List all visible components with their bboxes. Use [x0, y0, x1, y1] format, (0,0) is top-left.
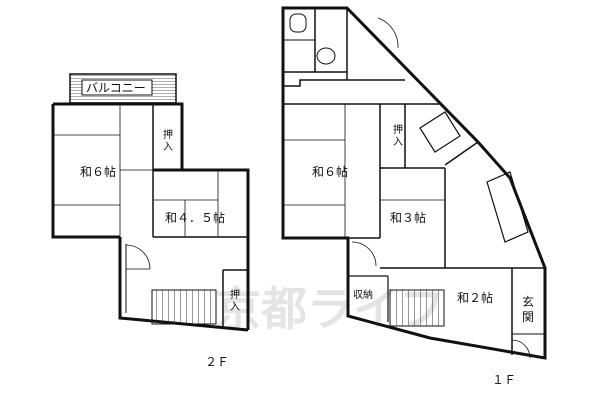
toilet-icon — [289, 13, 307, 33]
entrance-char: 玄 — [522, 294, 534, 309]
closet-label-1f: 押入 — [393, 123, 403, 148]
stairs-2f — [151, 289, 217, 325]
door-swing-1f-top — [377, 17, 399, 49]
room-label-2f-washitsu6: 和６帖 — [80, 164, 116, 179]
closet-1f-char2: 入 — [393, 137, 403, 148]
door-swing-2f — [125, 244, 151, 270]
kitchen-counter — [486, 171, 529, 243]
closet-2f-top-char: 押 — [163, 128, 173, 141]
entrance-label: 玄関 — [522, 294, 534, 324]
room-label-1f-washitsu6: 和６帖 — [312, 164, 348, 179]
room-label-2f-washitsu45: 和４．５帖 — [165, 210, 225, 225]
sink-icon — [316, 47, 336, 65]
room-label-1f-washitsu2: 和２帖 — [457, 290, 493, 305]
closet-2f-top-char2: 入 — [163, 142, 173, 153]
stairs-1f — [389, 289, 445, 327]
entrance-char2: 関 — [522, 310, 534, 324]
balcony-label: バルコニー — [86, 81, 146, 95]
bathtub-icon — [419, 111, 461, 153]
floor-label-2f: ２Ｆ — [205, 355, 229, 369]
balcony-label-box — [81, 79, 153, 96]
storage-label-1f: 収納 — [353, 288, 373, 301]
closet-2f-bottom-char2: 入 — [230, 302, 240, 313]
closet-1f-char: 押 — [393, 123, 403, 136]
wall-1f-outline — [281, 6, 547, 360]
closet-2f-bottom-char: 押 — [230, 288, 240, 301]
door-swing-entrance — [511, 339, 531, 359]
door-swing-1f — [351, 241, 377, 267]
closet-label-2f-bottom: 押入 — [230, 288, 240, 313]
wall-2f-left — [51, 104, 120, 239]
room-label-1f-washitsu3: 和３帖 — [390, 210, 426, 225]
second-floor — [51, 73, 250, 332]
wall-2f-bottom — [118, 237, 249, 332]
floor-label-1f: １Ｆ — [492, 373, 516, 387]
first-floor — [281, 6, 547, 360]
closet-label-2f-top: 押入 — [163, 128, 173, 153]
